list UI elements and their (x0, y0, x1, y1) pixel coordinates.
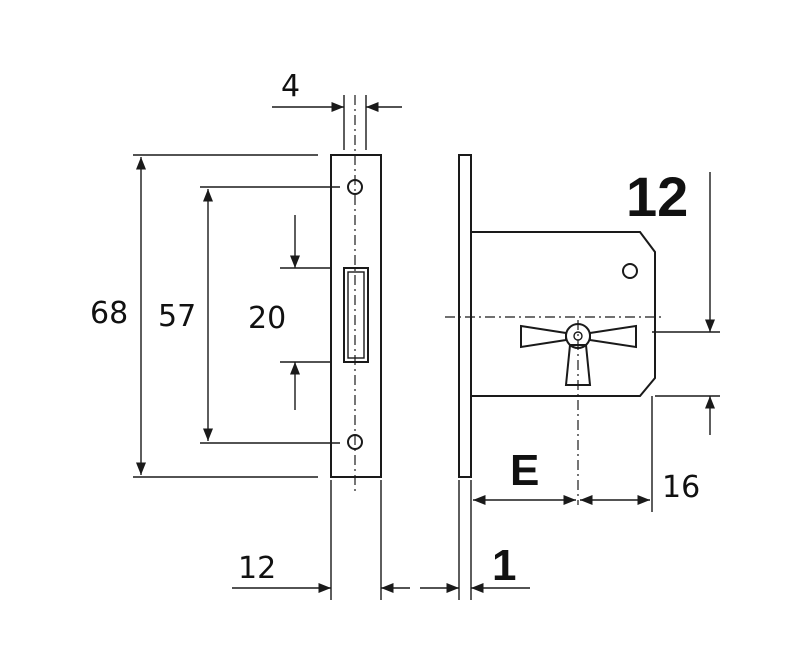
faceplate-front-view (330, 95, 382, 492)
lock-side-view (445, 154, 665, 505)
dimension-68 (133, 154, 318, 478)
label-20: 20 (248, 301, 286, 336)
dimension-20 (280, 215, 330, 410)
dimension-E-16 (470, 396, 653, 512)
dimension-12-width (232, 480, 410, 600)
label-E: E (510, 446, 539, 495)
label-1: 1 (492, 541, 516, 590)
dimension-57 (200, 186, 340, 444)
label-57: 57 (158, 299, 196, 334)
dimension-12-offset (652, 172, 720, 435)
label-16: 16 (662, 470, 700, 505)
label-12-width: 12 (238, 551, 276, 586)
label-12-offset: 12 (626, 165, 688, 228)
label-4: 4 (281, 69, 300, 104)
dimension-1 (420, 480, 530, 600)
label-68: 68 (90, 296, 128, 331)
dimension-4 (272, 95, 402, 150)
